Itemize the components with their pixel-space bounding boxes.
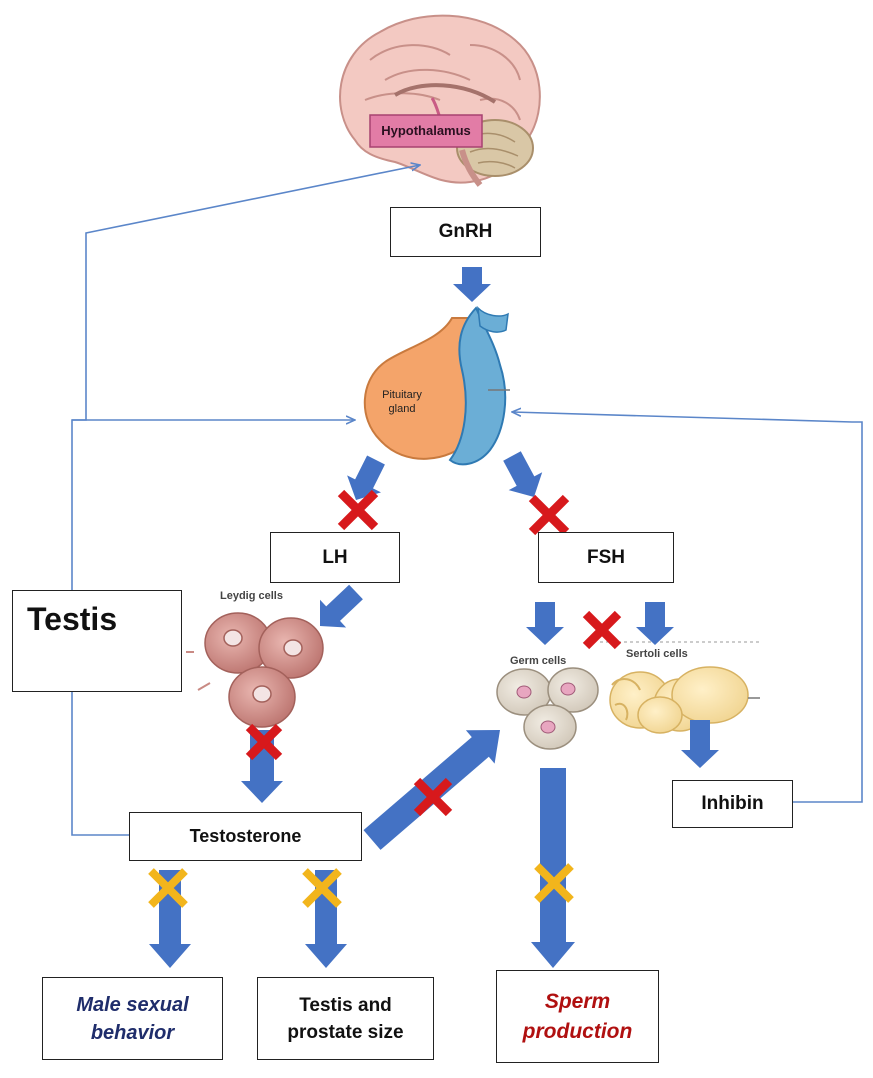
inhibin-box: Inhibin <box>672 780 793 828</box>
fsh-to-sertoli-arrow <box>636 602 674 645</box>
germ-to-sperm-arrow <box>531 768 575 968</box>
pituitary-label-line-2: gland <box>388 403 416 415</box>
sperm-production-box: Sperm production <box>496 970 659 1063</box>
male-sexual-behavior-box: Male sexual behavior <box>42 977 223 1060</box>
fsh-to-germ-arrow <box>526 602 564 645</box>
leydig-testosterone-block-x <box>245 723 283 761</box>
fsh-box: FSH <box>538 532 674 583</box>
sertoli-cells-illustration <box>600 641 760 734</box>
fsh-block-x <box>528 494 570 536</box>
testis-prostate-line-2: prostate size <box>287 1021 404 1043</box>
leydig-cells-label: Leydig cells <box>220 590 283 602</box>
hypothalamus-label: Hypothalamus <box>381 123 471 138</box>
pituitary-to-lh-arrow <box>347 455 385 500</box>
germ-cells-label: Germ cells <box>510 655 567 667</box>
gnrh-to-pituitary-arrow <box>453 267 491 302</box>
germ-sertoli-block-x <box>582 610 622 650</box>
lh-box: LH <box>270 532 400 583</box>
sperm-production-line-1: Sperm <box>544 989 611 1013</box>
pituitary-label-line-1: Pituitary <box>382 389 422 401</box>
inhibition-marks-layer <box>148 489 622 908</box>
pituitary-label: Pituitary gland <box>362 388 442 416</box>
testosterone-box: Testosterone <box>129 812 362 861</box>
pituitary-illustration <box>363 305 510 466</box>
testis-prostate-x <box>302 868 342 908</box>
testis-prostate-size-box: Testis and prostate size <box>257 977 434 1060</box>
sperm-production-x <box>534 863 574 903</box>
male-sexual-behavior-line-1: Male sexual <box>76 993 189 1016</box>
germ-cells-illustration <box>496 667 599 750</box>
inhibin-feedback-line <box>512 412 863 803</box>
sertoli-to-inhibin-arrow <box>681 720 719 768</box>
sertoli-cells-label: Sertoli cells <box>626 648 688 660</box>
lh-to-leydig-arrow <box>320 584 363 628</box>
brain-illustration <box>339 14 541 187</box>
hypothalamus-box <box>369 114 483 148</box>
leydig-cells-illustration <box>186 612 324 728</box>
male-sexual-behavior-line-2: behavior <box>90 1021 175 1044</box>
pituitary-to-fsh-arrow <box>503 451 543 497</box>
sperm-production-line-2: production <box>522 1019 633 1043</box>
lh-block-x <box>337 489 379 531</box>
testis-box: Testis <box>12 590 182 692</box>
testis-prostate-line-1: Testis and <box>299 994 392 1016</box>
gnrh-box: GnRH <box>390 207 541 257</box>
testosterone-germ-block-x <box>413 777 453 817</box>
male-behavior-x <box>148 868 188 908</box>
